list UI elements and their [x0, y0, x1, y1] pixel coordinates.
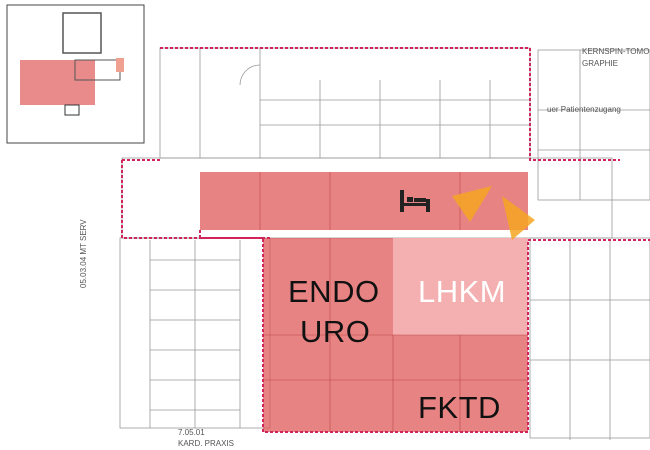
department-boundary — [121, 47, 650, 433]
room-label-kernspin: KERNSPIN-TOMO- — [582, 47, 650, 56]
room-label-kard-praxis: KARD. PRAXIS — [178, 439, 235, 448]
room-label-graphie: GRAPHIE — [582, 59, 619, 68]
minimap-overview[interactable] — [6, 4, 145, 144]
zone-label-lhkm: LHKM — [418, 274, 507, 309]
room-label-patientenzugang: uer Patientenzugang — [547, 105, 621, 114]
room-label-kard-num: 7.05.01 — [178, 428, 205, 437]
walls — [119, 47, 650, 440]
view-cone-icon[interactable] — [452, 186, 535, 240]
zone-lhkm[interactable] — [393, 238, 528, 335]
room-label-mt-serv: 05.03.04 MT SERV — [79, 219, 88, 288]
bed-icon — [400, 190, 430, 212]
zone-label-uro: URO — [300, 314, 371, 349]
zone-label-fktd: FKTD — [418, 390, 501, 425]
zone-label-endo: ENDO — [288, 274, 380, 309]
